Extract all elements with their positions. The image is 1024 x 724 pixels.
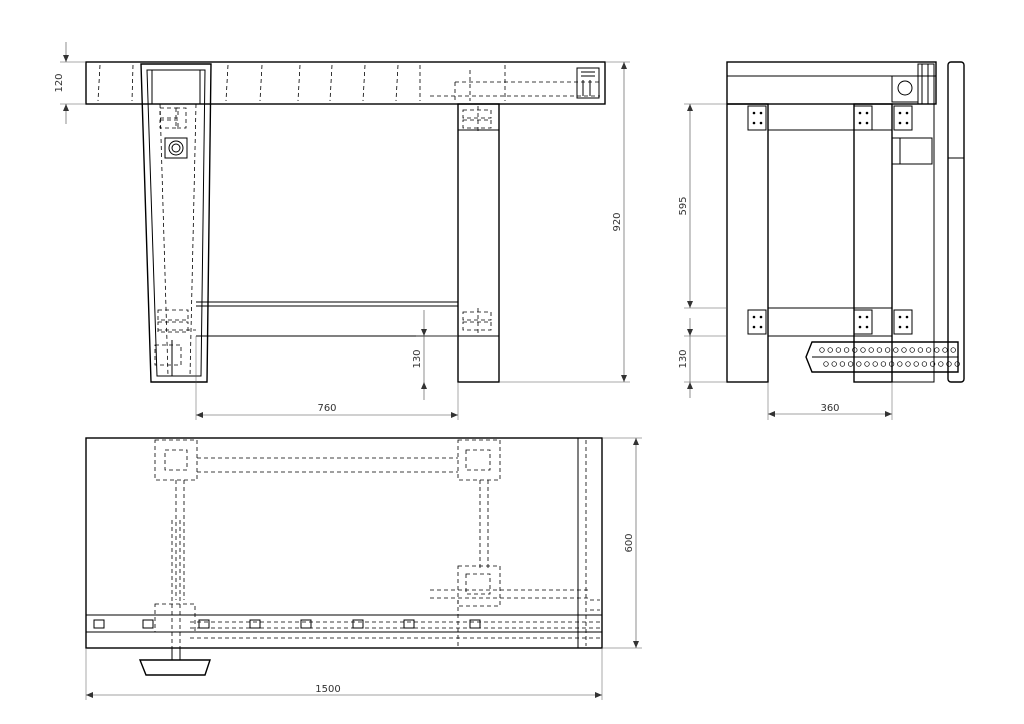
dim-label-stretcher-height: 130 <box>412 349 423 368</box>
deadman-hole <box>929 361 936 367</box>
dim-label-top-thickness: 120 <box>54 73 65 92</box>
dim-side-upper: 595 <box>678 103 727 309</box>
side-view: 595 130 360 <box>678 61 965 420</box>
deadman-hole <box>819 347 825 353</box>
deadman-hole <box>843 347 850 353</box>
dim-stretcher-height: 130 <box>412 310 458 400</box>
side-bolt-pads <box>747 105 913 335</box>
side-vise-mechanism <box>891 63 935 165</box>
deadman-hole <box>893 347 899 353</box>
plan-vise-screw <box>138 520 211 676</box>
deadman-hole <box>831 361 837 367</box>
front-right-leg <box>457 103 500 383</box>
deadman-hole <box>917 347 924 353</box>
side-leg-right <box>891 103 935 383</box>
deadman-hole <box>856 361 862 367</box>
dim-label-overall-height: 920 <box>612 212 623 231</box>
deadman-hole <box>864 361 870 367</box>
plan-dog-holes <box>93 619 481 629</box>
dim-plan-depth: 600 <box>602 437 642 649</box>
plan-hidden-frame <box>154 439 600 648</box>
deadman-hole <box>827 347 833 353</box>
dim-label-side-lower: 130 <box>678 349 689 368</box>
deadman-hole <box>872 361 878 367</box>
dim-overall-length: 1500 <box>85 648 603 700</box>
deadman-hole <box>884 347 891 353</box>
deadman-hole <box>942 347 948 353</box>
side-vise-chop <box>947 61 965 383</box>
deadman-hole <box>823 361 829 367</box>
plan-vise-handle <box>138 659 211 676</box>
front-view: 120 920 130 760 <box>54 42 630 420</box>
deadman-hole <box>888 361 895 367</box>
dim-label-leg-span: 760 <box>317 403 336 414</box>
deadman-hole <box>909 347 915 353</box>
dim-label-side-upper: 595 <box>678 196 689 215</box>
front-tabletop-grain <box>97 64 600 102</box>
plan-tabletop <box>85 437 603 649</box>
deadman-hole <box>852 347 858 353</box>
deadman-hole <box>954 361 960 367</box>
deadman-hole <box>860 347 866 353</box>
front-end-vise <box>576 67 600 99</box>
front-tabletop <box>85 61 606 105</box>
plan-view: 600 1500 <box>85 437 642 700</box>
deadman-hole <box>835 347 842 353</box>
deadman-hole <box>839 361 846 367</box>
side-deadman-strip <box>805 341 959 373</box>
dim-label-plan-depth: 600 <box>624 533 635 552</box>
dim-leg-span: 760 <box>195 336 459 420</box>
front-stretcher <box>196 301 458 337</box>
deadman-hole <box>921 361 928 367</box>
deadman-hole <box>938 361 944 367</box>
deadman-hole <box>913 361 919 367</box>
deadman-hole <box>868 347 874 353</box>
side-leg-left <box>726 103 769 383</box>
side-deadman-holes <box>819 347 960 367</box>
deadman-hole <box>901 347 907 353</box>
deadman-hole <box>934 347 940 353</box>
dim-side-lower: 130 <box>678 318 727 398</box>
dim-side-depth: 360 <box>767 382 893 420</box>
deadman-hole <box>925 347 932 353</box>
side-tabletop <box>726 61 937 105</box>
front-left-leg <box>140 63 212 383</box>
deadman-hole <box>847 361 854 367</box>
deadman-hole <box>950 347 956 353</box>
deadman-hole <box>897 361 903 367</box>
deadman-hole <box>946 361 952 367</box>
side-leg-middle <box>853 103 893 383</box>
deadman-hole <box>905 361 911 367</box>
dim-top-thickness: 120 <box>54 42 86 124</box>
dim-overall-height: 920 <box>499 61 630 383</box>
deadman-hole <box>880 361 887 367</box>
dim-label-overall-length: 1500 <box>315 684 340 695</box>
dim-label-side-depth: 360 <box>820 403 839 414</box>
deadman-hole <box>876 347 883 353</box>
